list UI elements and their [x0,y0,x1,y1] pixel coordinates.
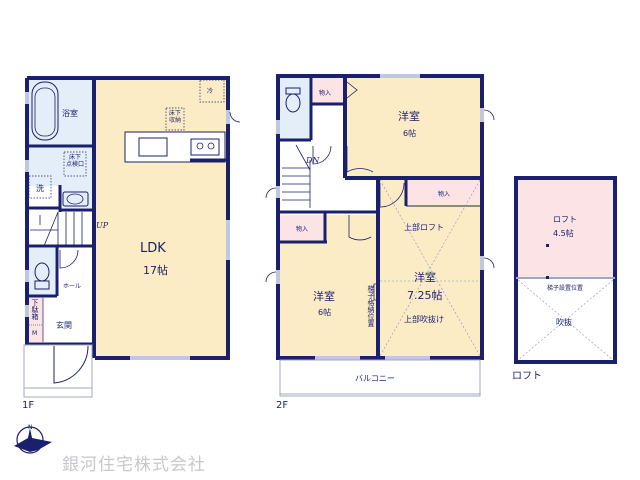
room-size-western2: 6帖 [318,308,332,317]
room-label-underfloor-storage: 床下 収納 [168,110,181,124]
north-compass-icon [14,426,52,454]
room-label-bath: 浴室 [62,109,78,118]
room-label-western1: 洋室 [398,110,420,123]
room-label-storage-top: 物入 [319,90,332,97]
room-label-balcony: バルコニー [355,374,395,383]
room-label-loft: ロフト [553,215,577,224]
room-label-shoe-box: 下駄箱 [31,299,39,320]
room-label-upper-loft: 上部ロフト [404,223,444,232]
ladder-storage-label: 梯子格納位置 [367,285,375,327]
stairs-down-label: DN [306,156,320,165]
room-size-loft: 4.5帖 [553,229,574,238]
room-size-ldk: 17帖 [143,264,168,277]
room-label-upper-void: 上部吹抜け [404,315,444,324]
floor-label-2f: 2F [276,400,289,411]
room-label-inspection-hatch: 床下 点検口 [65,154,84,168]
compass-north-label: N [28,424,33,431]
room-label-hall: ホール [63,283,82,290]
company-name: 銀河住宅株式会社 [62,455,206,475]
room-size-western3: 7.25帖 [407,289,443,302]
room-label-fridge: 冷 [207,88,214,95]
loft-plan [514,176,617,364]
room-label-western2: 洋室 [313,290,335,303]
ladder-position-label: 梯子設置位置 [547,285,584,292]
room-label-shoe-box-m: M [32,330,38,337]
floor-2f-plan [265,74,495,397]
room-label-entrance: 玄関 [56,321,72,330]
room-label-western3: 洋室 [414,271,436,284]
room-size-western1: 6帖 [403,129,417,138]
room-label-storage-mid: 物入 [296,226,309,233]
room-label-storage-right: 物入 [438,191,451,198]
floor-label-1f: 1F [22,400,35,411]
room-label-ldk: LDK [140,241,166,256]
floor-label-loft: ロフト [512,371,542,382]
floor-1f-plan [23,76,241,398]
stairs-up-label: UP [96,221,109,230]
room-label-void: 吹抜 [556,318,572,327]
room-label-washer: 洗 [36,184,44,193]
